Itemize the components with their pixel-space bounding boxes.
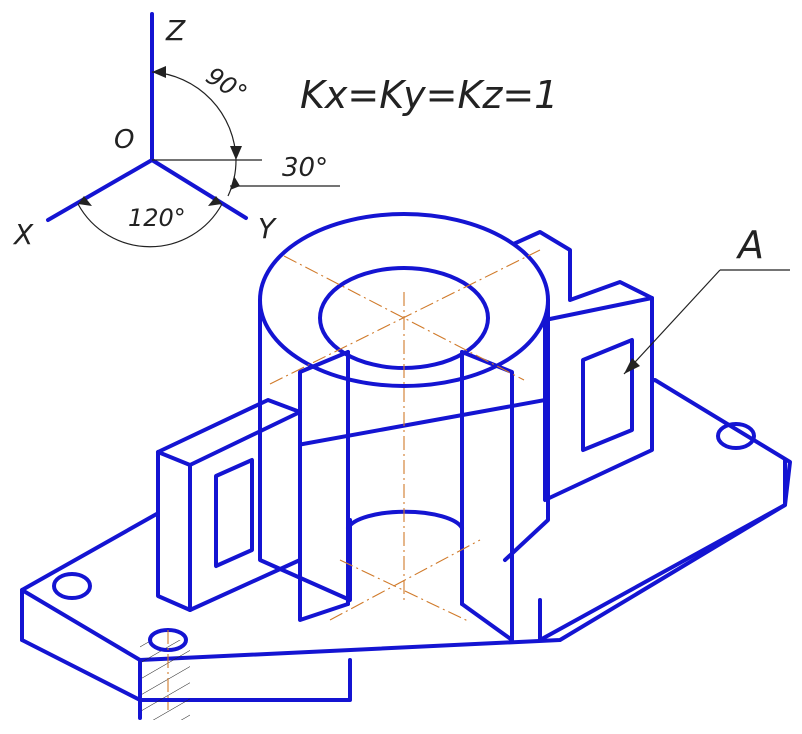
bore-bottom: [346, 509, 464, 530]
leader-line: [623, 269, 721, 375]
origin-label: O: [114, 125, 134, 155]
boss-right-side: [503, 298, 550, 562]
center-line: [339, 559, 471, 623]
center-line: [283, 255, 525, 381]
x-axis: [46, 158, 154, 222]
mounting-hole-right: [716, 422, 756, 450]
view-label: A: [735, 223, 764, 267]
base-section-hatch: [140, 640, 190, 720]
bore-walls: [346, 350, 464, 606]
view-callout: A: [623, 223, 790, 375]
x-axis-label: X: [12, 218, 34, 251]
left-lug-edge: [156, 450, 192, 467]
angle-120-label: 120°: [128, 204, 186, 232]
base-plate-front-bottom: [138, 658, 352, 702]
angle-90-label: 90°: [201, 62, 252, 108]
center-line: [269, 249, 541, 385]
right-lug-edge: [543, 296, 654, 322]
center-line: [329, 539, 481, 621]
right-lug-window: [581, 338, 634, 452]
base-plate-top: [20, 378, 792, 662]
scale-coefficients-label: Kx=Ky=Kz=1: [300, 73, 558, 117]
arrowhead: [624, 358, 640, 374]
arrowhead: [230, 176, 240, 190]
y-axis-label: Y: [258, 212, 277, 245]
axis-diagram: Z X Y O 90° 30° 120°: [12, 12, 340, 251]
arrowhead: [152, 66, 166, 78]
y-axis: [150, 158, 248, 220]
angle-arc-120: [77, 203, 223, 248]
arrowhead: [78, 196, 92, 206]
arrowhead: [208, 196, 222, 206]
machine-part: [20, 212, 792, 720]
z-axis-label: Z: [165, 14, 186, 47]
angle-30-label: 30°: [282, 153, 328, 183]
angle-arc-90: [151, 71, 237, 161]
base-plate-right-edge: [538, 458, 787, 642]
left-lug-window: [214, 458, 254, 568]
mounting-hole-left: [52, 572, 92, 600]
arrowhead: [230, 146, 242, 160]
